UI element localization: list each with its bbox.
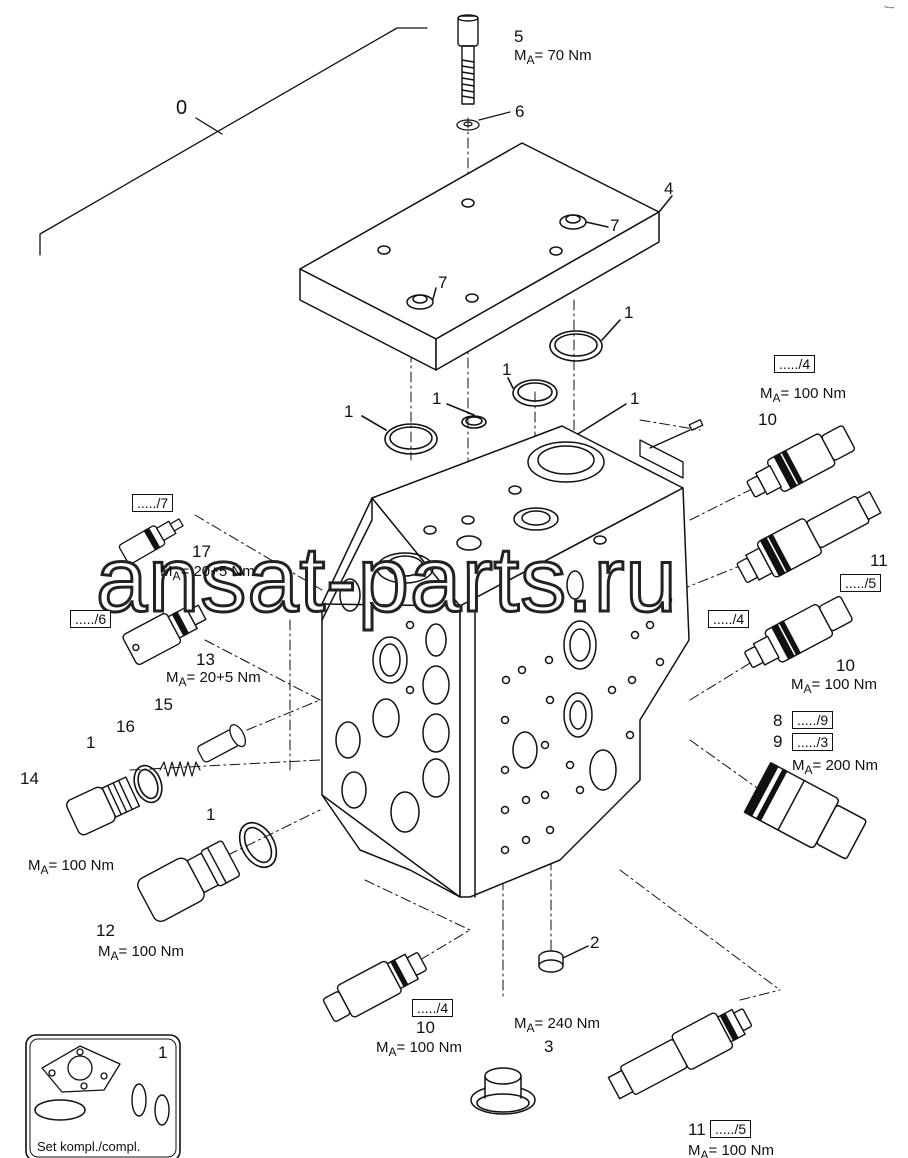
callout-10-middle: 10 [836, 656, 855, 675]
callout-12: 12 [96, 921, 115, 940]
callout-1-b: 1 [502, 360, 512, 379]
callout-17: 17 [192, 542, 211, 561]
torque-10-top: MA= 100 Nm [760, 385, 846, 406]
cartridge-valve-10-top [746, 425, 856, 498]
torque-10-bottom: MA= 100 Nm [376, 1039, 462, 1060]
callout-10-top: 10 [758, 410, 777, 429]
callout-1-d: 1 [344, 402, 354, 421]
torque-5: MA= 70 Nm [514, 47, 592, 68]
o-rings [361, 319, 627, 455]
ref-box-4-top[interactable]: ...../4 [774, 355, 816, 373]
ref-box-4-right[interactable]: ...../4 [708, 610, 750, 628]
callout-6: 6 [515, 102, 525, 121]
callout-11-right: 11 [870, 551, 888, 570]
torque-13: MA= 20+5 Nm [166, 669, 261, 690]
torque-11-bottom: MA= 100 Nm [688, 1142, 774, 1158]
callout-8: 8 [773, 711, 783, 730]
torque-3: MA= 240 Nm [514, 1015, 600, 1036]
torque-8-9: MA= 200 Nm [792, 757, 878, 778]
socket-head-screw [457, 14, 479, 105]
watermark: ansat-parts.ru [95, 529, 679, 631]
spring [159, 761, 201, 777]
callout-7-top: 7 [610, 216, 620, 235]
cap-2 [538, 945, 589, 973]
ref-box-7[interactable]: ...../7 [132, 494, 174, 512]
washer [456, 111, 511, 131]
cover-plate [299, 142, 673, 371]
callout-14: 14 [20, 769, 39, 788]
torque-17: MA= 20+5 Nm [160, 563, 255, 584]
callout-7-bottom: 7 [438, 273, 448, 292]
plug-14 [66, 776, 141, 836]
ref-box-5-right[interactable]: ...../5 [840, 574, 882, 592]
callout-16: 16 [116, 717, 135, 736]
torque-10-middle: MA= 100 Nm [791, 676, 877, 697]
callout-10-bottom: 10 [416, 1018, 435, 1037]
ref-box-9[interactable]: ...../9 [792, 711, 834, 729]
callout-1-g: 1 [206, 805, 216, 824]
callout-3: 3 [544, 1037, 554, 1056]
callout-0: 0 [176, 97, 188, 119]
callout-4: 4 [664, 179, 674, 198]
assembly-bracket [39, 27, 428, 256]
seal-kit-box [25, 1034, 181, 1158]
torque-12: MA= 100 Nm [98, 943, 184, 964]
corner-mark: ~– [884, 2, 895, 12]
callout-1-c: 1 [432, 389, 442, 408]
valve-13 [122, 604, 207, 666]
solenoid-valve-11-bottom [607, 1008, 753, 1100]
ref-box-3[interactable]: ...../3 [792, 733, 834, 751]
valve-block [321, 425, 690, 898]
callout-15: 15 [154, 695, 173, 714]
piston [197, 723, 247, 763]
callout-9: 9 [773, 732, 783, 751]
callout-1-set: 1 [158, 1043, 168, 1062]
callout-1-a: 1 [624, 303, 634, 322]
ref-box-4-bottom[interactable]: ...../4 [412, 999, 454, 1017]
ref-box-6[interactable]: ...../6 [70, 610, 112, 628]
callout-2: 2 [590, 933, 600, 952]
callout-13: 13 [196, 650, 215, 669]
cartridge-valve-10-middle [744, 595, 853, 668]
seal-kit-label: Set kompl./compl. [37, 1139, 141, 1154]
callout-1-e: 1 [630, 389, 640, 408]
plug-3 [470, 1067, 536, 1115]
cartridge-valve-10-bottom [322, 952, 427, 1022]
torque-14: MA= 100 Nm [28, 857, 114, 878]
valve-17 [118, 518, 184, 565]
callout-1-f: 1 [86, 733, 96, 752]
nameplate [639, 419, 704, 479]
solenoid-valve-11 [736, 491, 882, 583]
callout-11-bottom: 11 [688, 1120, 706, 1139]
valve-12 [137, 840, 241, 922]
callout-5: 5 [514, 27, 524, 46]
ref-box-5-bottom[interactable]: ...../5 [710, 1120, 752, 1138]
o-rings-left [133, 764, 278, 869]
pressure-valve-8-9 [743, 761, 867, 860]
